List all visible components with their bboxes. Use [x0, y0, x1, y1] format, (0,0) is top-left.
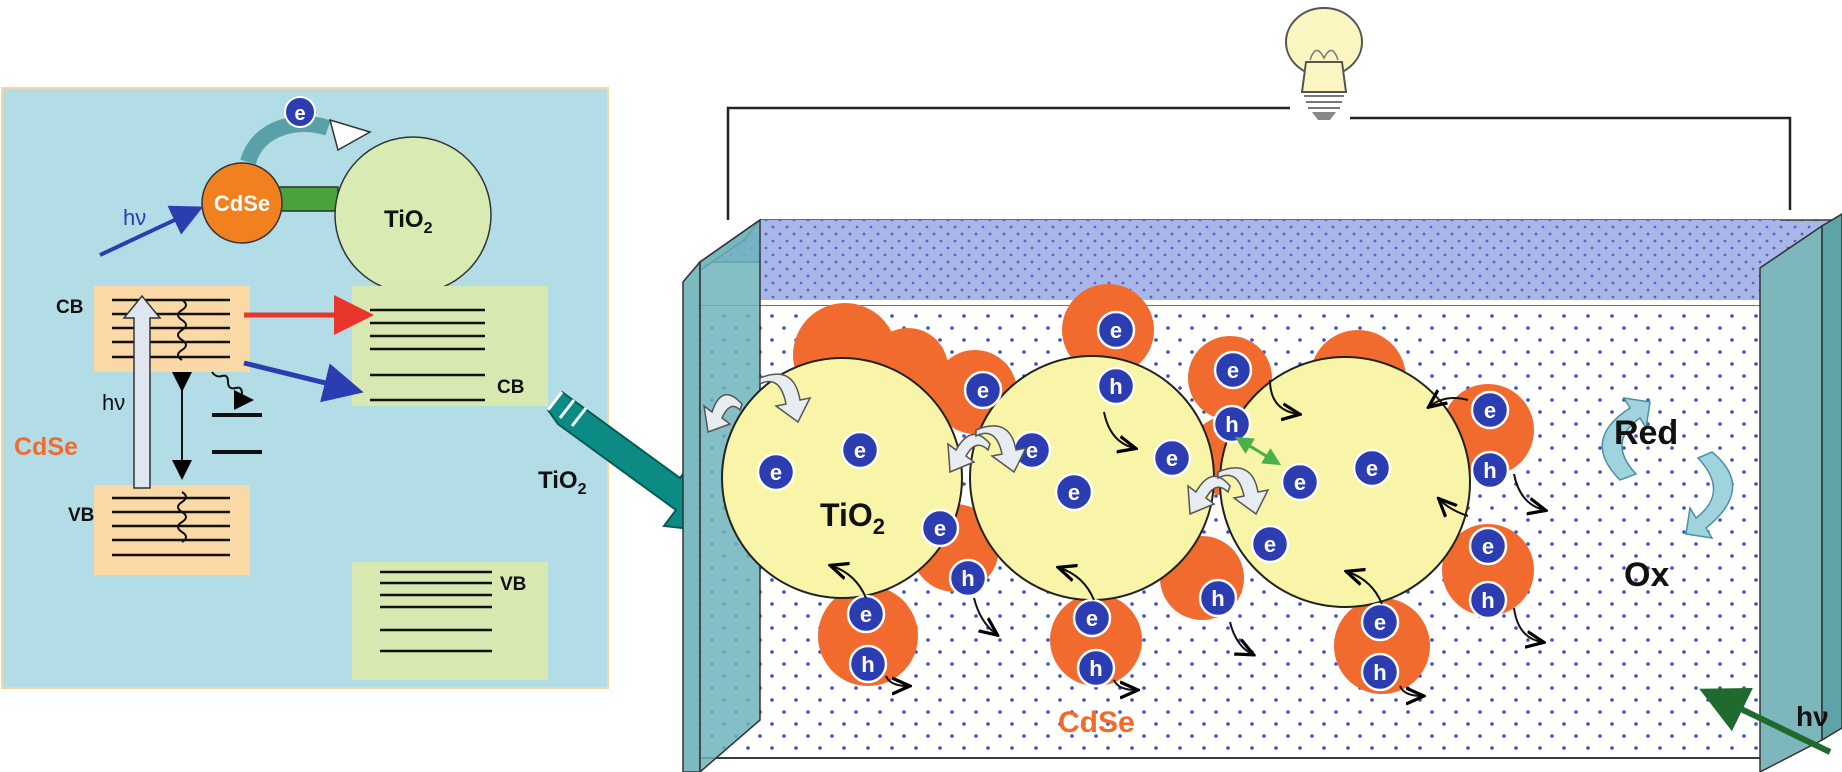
cdse-cb-levels [112, 298, 230, 359]
electrolyte-back-band [760, 220, 1780, 300]
svg-text:h: h [1109, 374, 1122, 399]
transfer-arrow-body [240, 116, 331, 165]
tio2-particle-label: TiO2 [384, 206, 433, 237]
energy-diagram: CB CB hν CdSe VB VB [14, 286, 548, 680]
tio2-cell-label: TiO2 [820, 497, 885, 539]
svg-text:h: h [1211, 586, 1224, 611]
tio2-particle-2 [969, 355, 1215, 601]
hv-cell-label: hν [1796, 701, 1829, 732]
tio2-middle-label: TiO2 [538, 467, 587, 498]
svg-text:e: e [934, 516, 946, 541]
cdse-vb-levels [112, 496, 230, 557]
svg-text:e: e [1374, 610, 1386, 635]
redox-cycle: Red Ox [1601, 397, 1734, 594]
svg-text:e: e [860, 602, 872, 627]
hv-vertical-label: hν [102, 390, 125, 415]
svg-text:h: h [1225, 412, 1238, 437]
svg-text:e: e [1366, 456, 1378, 481]
svg-text:e: e [1068, 480, 1080, 505]
svg-text:e: e [1026, 438, 1038, 463]
incident-light-arrow [1699, 688, 1832, 755]
svg-text:e: e [977, 378, 989, 403]
svg-text:h: h [1481, 588, 1494, 613]
tio2-vb-levels [380, 570, 492, 653]
svg-text:h: h [961, 566, 974, 591]
ox-label: Ox [1624, 556, 1669, 594]
tio2-cb-box [352, 286, 548, 406]
svg-text:h: h [861, 652, 874, 677]
wire-right [1350, 116, 1792, 210]
right-electrode-face [1759, 224, 1823, 772]
left-panel: CdSe TiO2 e hν [1, 87, 609, 689]
cdse-tio2-schematic: CdSe TiO2 e hν [99, 96, 492, 294]
tio2-vb-box [352, 562, 548, 680]
tio2-particle-3 [1219, 356, 1471, 608]
hv-arrow [99, 205, 204, 257]
svg-text:h: h [1373, 660, 1386, 685]
cdse-cell-label: CdSe [1058, 706, 1135, 739]
hv-label: hν [123, 205, 146, 230]
solar-cell: e e e e e e e e e e e e e e e e e h h h [682, 7, 1842, 772]
svg-text:e: e [770, 460, 782, 485]
tio2-particle-1 [721, 357, 963, 599]
red-label: Red [1614, 414, 1678, 452]
excitation-arrow [122, 294, 162, 489]
carrier-markers: e e e e e e e e e e e e e e e e e h h h [756, 310, 1510, 692]
svg-text:e: e [1227, 358, 1239, 383]
trapping-squiggle [211, 371, 254, 410]
electron-badge-label: e [294, 103, 305, 125]
wire-left [726, 106, 1290, 220]
svg-text:e: e [1482, 534, 1494, 559]
cdse-side-label: CdSe [14, 433, 78, 461]
svg-text:e: e [1110, 318, 1122, 343]
tio2-cb-levels [370, 308, 485, 402]
recombination-arrow [1234, 436, 1282, 466]
right-electrode-edge [1821, 213, 1842, 742]
cdse-dot-label: CdSe [214, 191, 270, 216]
cdse-dot [201, 162, 283, 244]
svg-text:e: e [1294, 470, 1306, 495]
tio2-particles [721, 355, 1471, 608]
cb-left-label: CB [56, 297, 83, 318]
relaxation-squiggle-vb [177, 491, 187, 543]
cdse-vb-box [94, 485, 250, 575]
transfer-arrow-head [328, 118, 372, 152]
svg-text:h: h [1089, 656, 1102, 681]
svg-text:e: e [1086, 606, 1098, 631]
back-transfer-arrows [702, 373, 1270, 516]
vb-right-label: VB [500, 574, 526, 595]
trap-transfer-arrow [243, 360, 364, 403]
svg-text:e: e [1484, 398, 1496, 423]
charge-flow-arrows [832, 379, 1544, 696]
left-electrode-edge [682, 259, 701, 772]
relaxation-squiggle-cb [177, 299, 187, 361]
cb-right-label: CB [497, 377, 524, 398]
svg-text:e: e [854, 438, 866, 463]
svg-text:e: e [1264, 532, 1276, 557]
light-bulb [1285, 7, 1363, 120]
svg-text:e: e [1166, 446, 1178, 471]
svg-text:h: h [1483, 458, 1496, 483]
electron-badge [284, 96, 316, 128]
vb-left-label: VB [68, 505, 94, 526]
